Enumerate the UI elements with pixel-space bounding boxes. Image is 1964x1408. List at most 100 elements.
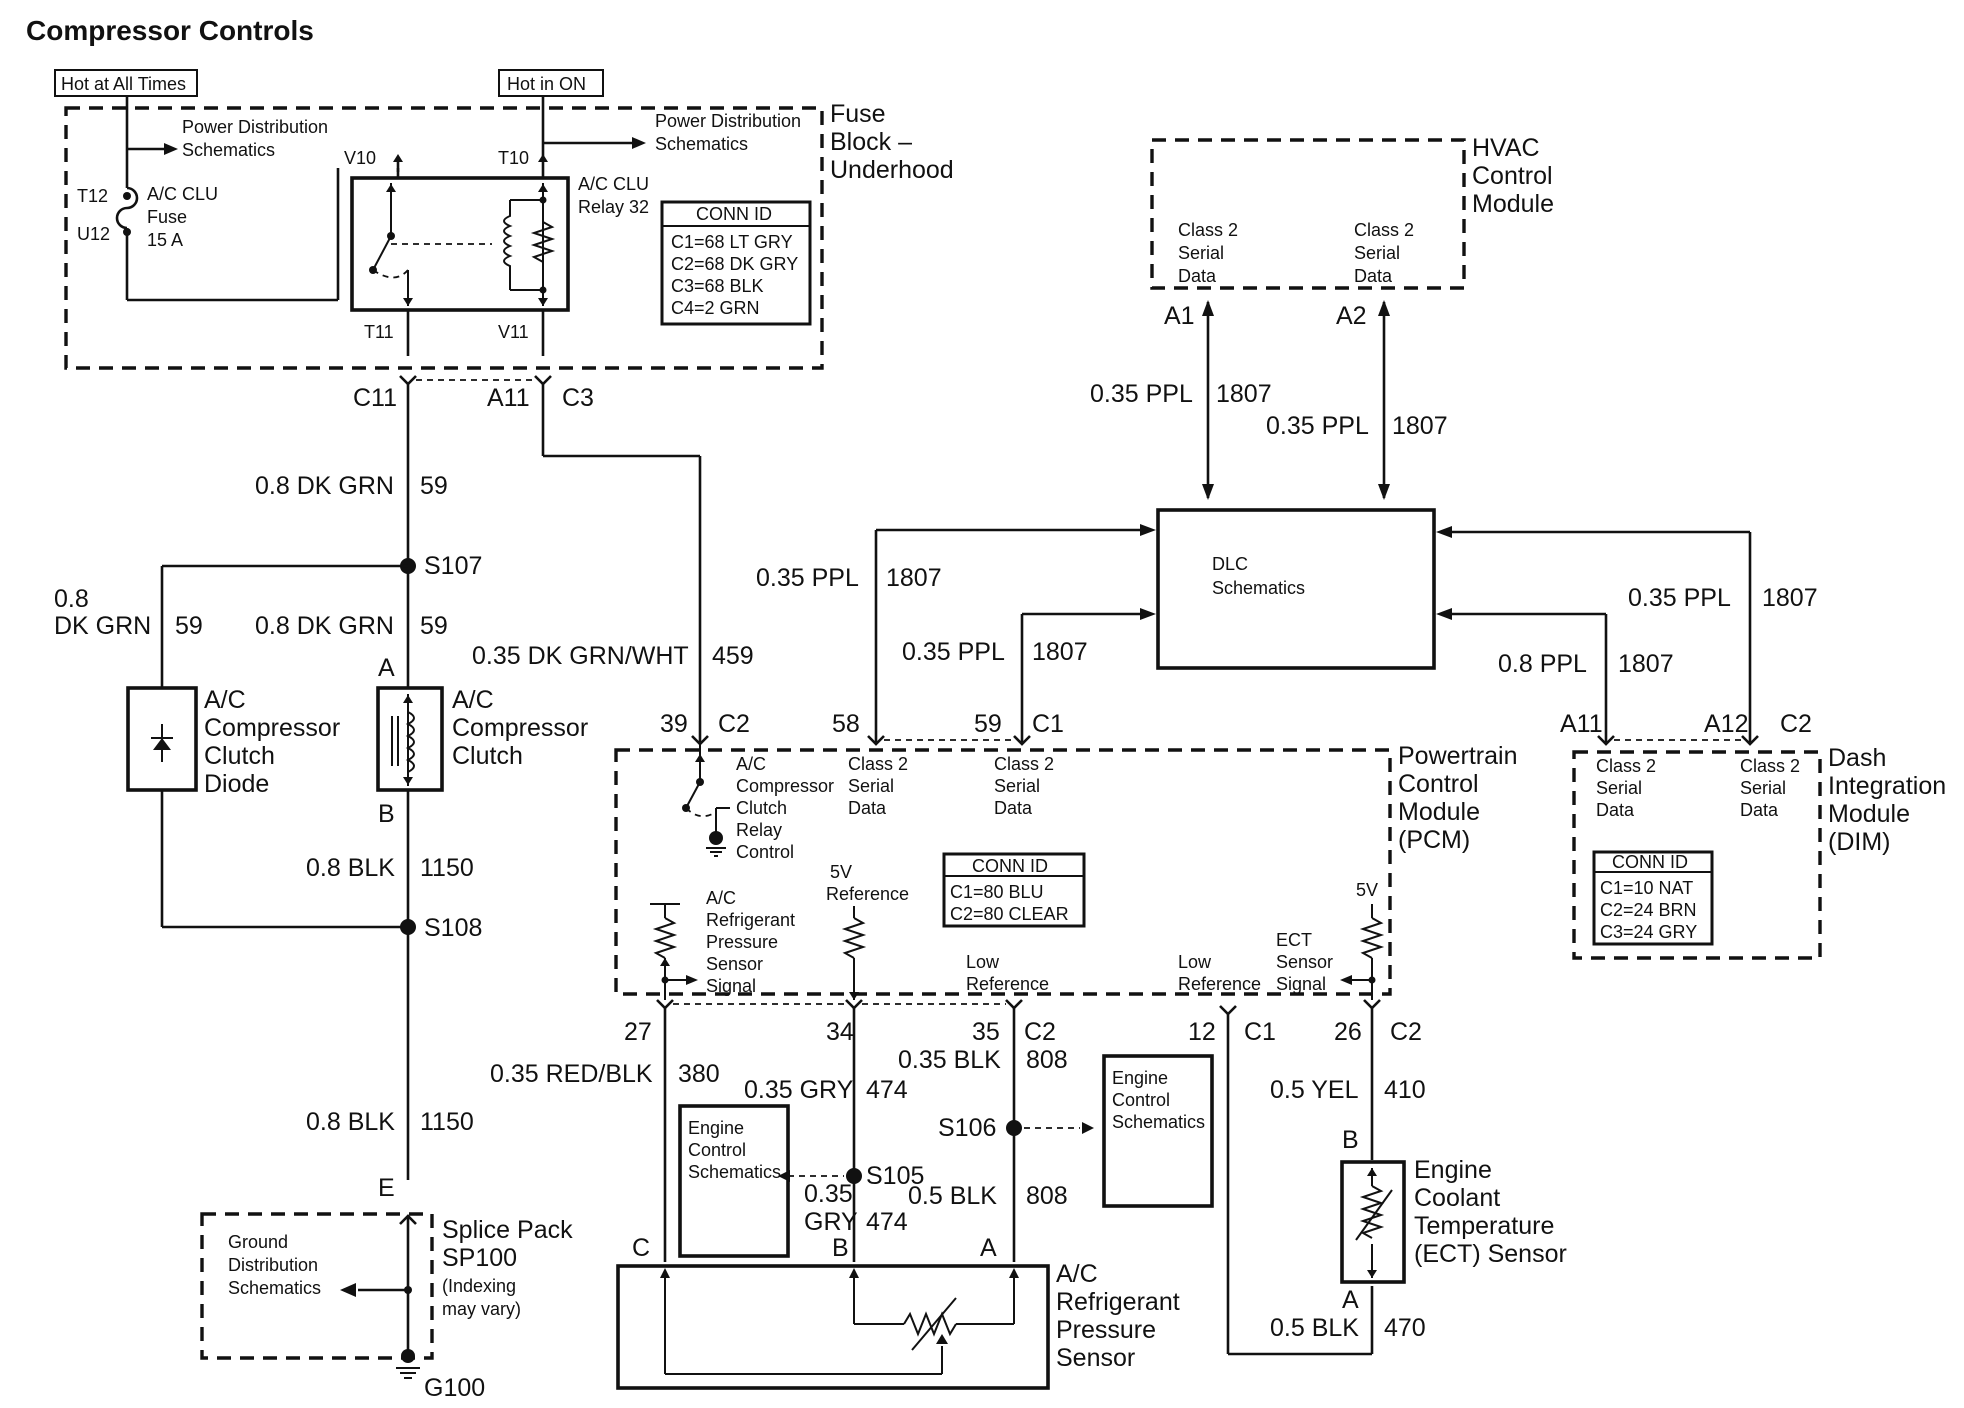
ac-clu-fuse-label: A/C CLU Fuse 15 A <box>147 184 223 250</box>
svg-text:C1=80 BLU: C1=80 BLU <box>950 882 1044 902</box>
svg-text:Hot at All Times: Hot at All Times <box>61 74 186 94</box>
pcm-pin-26: 26 <box>1334 1018 1362 1046</box>
conn-c3: C3 <box>562 384 594 412</box>
svg-text:C2=68 DK GRY: C2=68 DK GRY <box>671 254 798 274</box>
dim-conn-id: CONN ID C1=10 NAT C2=24 BRN C3=24 GRY <box>1592 850 1714 946</box>
svg-text:C1=10 NAT: C1=10 NAT <box>1600 878 1693 898</box>
hvac-pin-a2: A2 <box>1336 302 1367 330</box>
ac-compressor-clutch-diode <box>126 686 198 792</box>
ect-pin-b: B <box>1342 1126 1359 1154</box>
ect-sensor <box>1340 1160 1406 1284</box>
pcm-relay-control-label: A/C Compressor Clutch Relay Control <box>736 754 839 862</box>
svg-text:C4=2 GRN: C4=2 GRN <box>671 298 760 318</box>
splice-pack-pin-e: E <box>378 1174 395 1202</box>
hvac-data-wires <box>1202 300 1390 500</box>
svg-text:C3=24 GRY: C3=24 GRY <box>1600 922 1697 942</box>
power-distribution-schematics-1: Power Distribution Schematics <box>182 117 333 160</box>
hvac-label: HVAC Control Module <box>1472 134 1560 218</box>
pcm-5v-label: 5V <box>1356 880 1378 900</box>
ground-distribution-schematics: Ground Distribution Schematics <box>228 1232 323 1298</box>
pcm-low-reference-1: Low Reference <box>966 952 1049 994</box>
pcm-serial-data-2: Class 2 Serial Data <box>994 754 1059 818</box>
dim-serial-data-1: Class 2 Serial Data <box>1596 756 1661 820</box>
ac-refrigerant-pressure-sensor-label: A/C Refrigerant Pressure Sensor <box>1056 1260 1187 1372</box>
dim-serial-data-2: Class 2 Serial Data <box>1740 756 1805 820</box>
hot-at-all-times-label: Hot at All Times <box>54 69 198 97</box>
pcm-5v-reference-label: 5V Reference <box>826 862 909 904</box>
splice-s108: S108 <box>424 914 482 942</box>
pcm-ect-signal-circuit <box>1340 904 1385 1000</box>
pcm-conn-c1-top: C1 <box>1032 710 1064 738</box>
svg-text:C2=24 BRN: C2=24 BRN <box>1600 900 1697 920</box>
pcm-ect-signal-label: ECT Sensor Signal <box>1276 930 1338 994</box>
fuse-t12-pin: T12 <box>77 186 131 206</box>
pcm-relay-driver <box>682 744 730 857</box>
pcm-conn-c2-bottom: C2 <box>1024 1018 1056 1046</box>
svg-text:C3=68 BLK: C3=68 BLK <box>671 276 764 296</box>
svg-text:CONN ID: CONN ID <box>696 204 772 224</box>
pcm-low-reference-2: Low Reference <box>1178 952 1261 994</box>
ac-compressor-clutch <box>376 686 444 792</box>
pcm-pin-58: 58 <box>832 710 860 738</box>
svg-text:C2=80 CLEAR: C2=80 CLEAR <box>950 904 1069 924</box>
splice-s106: S106 <box>938 1114 996 1142</box>
pcm-5v-reference-circuit <box>841 906 867 1000</box>
ac-clu-relay <box>350 154 570 312</box>
dim-label: Dash Integration Module (DIM) <box>1828 744 1953 856</box>
clutch-pin-a: A <box>378 654 395 682</box>
pcm-conn-c2-ect: C2 <box>1390 1018 1422 1046</box>
fuse-block-outline <box>64 106 824 370</box>
relay-pin-v10: V10 <box>344 148 376 168</box>
ground-g100: G100 <box>424 1374 485 1402</box>
conn-c11: C11 <box>353 384 397 412</box>
pcm-pin-39: 39 <box>660 710 688 738</box>
ect-pin-a: A <box>1342 1286 1359 1314</box>
hvac-pin-a1: A1 <box>1164 302 1195 330</box>
clutch-pin-b: B <box>378 800 395 828</box>
ac-refrigerant-pressure-sensor <box>616 1264 1050 1390</box>
svg-text:CONN ID: CONN ID <box>1612 852 1688 872</box>
fuse-circuit-wires <box>115 96 340 302</box>
relay-pin-t10: T10 <box>498 148 529 168</box>
pcm-bottom-connectors <box>656 999 1381 1016</box>
hot-in-on-label: Hot in ON <box>498 69 604 97</box>
wire-59-b: 0.8 DK GRN 59 <box>54 585 203 640</box>
pcm-pin-59: 59 <box>974 710 1002 738</box>
sensor-pin-a: A <box>980 1234 997 1262</box>
pcm-serial-data-1: Class 2 Serial Data <box>848 754 913 818</box>
hvac-serial-data-2: Class 2 Serial Data <box>1354 220 1419 286</box>
sensor-pin-c: C <box>632 1234 650 1262</box>
fuse-u12-pin: U12 <box>77 224 131 244</box>
sensor-pin-b: B <box>832 1234 849 1262</box>
wire-459 <box>541 384 702 742</box>
svg-text:CONN ID: CONN ID <box>972 856 1048 876</box>
dlc-schematics-box <box>1156 508 1436 670</box>
splice-pack-note: (Indexing may vary) <box>442 1276 521 1319</box>
splice-pack-label: Splice Pack SP100 <box>442 1216 580 1272</box>
dlc-label: DLC Schematics <box>1212 554 1305 598</box>
conn-a11: A11 <box>487 384 530 412</box>
fuse-block-conn-id: CONN ID C1=68 LT GRY C2=68 DK GRY C3=68 … <box>660 200 812 326</box>
pcm-conn-c1-bottom: C1 <box>1244 1018 1276 1046</box>
powertrain-control-module <box>614 748 1392 996</box>
pcm-label: Powertrain Control Module (PCM) <box>1398 742 1524 854</box>
splice-s107: S107 <box>424 552 482 580</box>
relay-pin-v11: V11 <box>498 322 529 342</box>
splice-pack-sp100 <box>200 1212 434 1379</box>
dlc-data-wires <box>874 524 1752 742</box>
pcm-pin-35: 35 <box>972 1018 1000 1046</box>
dash-integration-module <box>1572 750 1822 960</box>
